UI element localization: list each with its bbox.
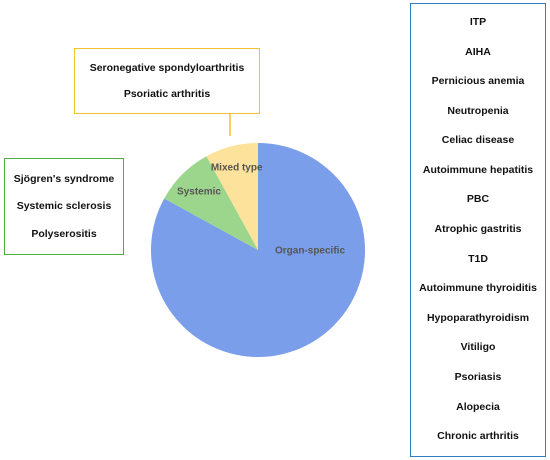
pie-slice-mixed-type — [206, 143, 258, 250]
systemic-disease-item: Polyserositis — [31, 228, 97, 241]
systemic-diseases-box: Sjögren's syndrome Systemic sclerosis Po… — [4, 158, 124, 255]
systemic-disease-item: Systemic sclerosis — [16, 200, 112, 213]
pie-slice-systemic — [164, 156, 258, 250]
organ-disease-item: T1D — [468, 252, 488, 265]
pie-slice-organ-specific — [151, 142, 366, 357]
organ-disease-item: Pernicious anemia — [431, 75, 525, 88]
systemic-disease-item: Sjögren's syndrome — [13, 172, 115, 185]
mixed-type-diseases-box: Seronegative spondyloarthritis Psoriatic… — [74, 48, 260, 114]
organ-disease-item: Psoriasis — [454, 371, 502, 384]
organ-disease-item: Neutropenia — [447, 104, 509, 117]
pie-slice-label: Organ-specific — [275, 246, 345, 257]
organ-disease-item: Alopecia — [456, 400, 500, 413]
pie-slice-label: Systemic — [177, 187, 221, 198]
organ-disease-item: Celiac disease — [441, 134, 515, 147]
pie-labels: Organ-specific Systemic Mixed type — [177, 163, 345, 257]
organ-disease-item: Chronic arthritis — [437, 430, 519, 443]
pie-slice-label: Mixed type — [211, 163, 263, 174]
organ-disease-item: Vitiligo — [460, 341, 496, 354]
pie-slices — [151, 142, 366, 357]
organ-disease-item: Autoimmune thyroiditis — [419, 282, 537, 295]
organ-disease-item: PBC — [466, 193, 490, 206]
organ-specific-diseases-box: ITP AIHA Pernicious anemia Neutropenia C… — [410, 3, 546, 457]
organ-disease-item: Atrophic gastritis — [434, 223, 522, 236]
mixed-disease-item: Seronegative spondyloarthritis — [89, 62, 245, 74]
organ-disease-item: AIHA — [465, 45, 491, 58]
mixed-disease-item: Psoriatic arthritis — [123, 88, 211, 100]
organ-disease-item: Autoimmune hepatitis — [422, 163, 534, 176]
organ-disease-item: ITP — [469, 15, 487, 28]
organ-disease-item: Hypoparathyroidism — [426, 311, 530, 324]
